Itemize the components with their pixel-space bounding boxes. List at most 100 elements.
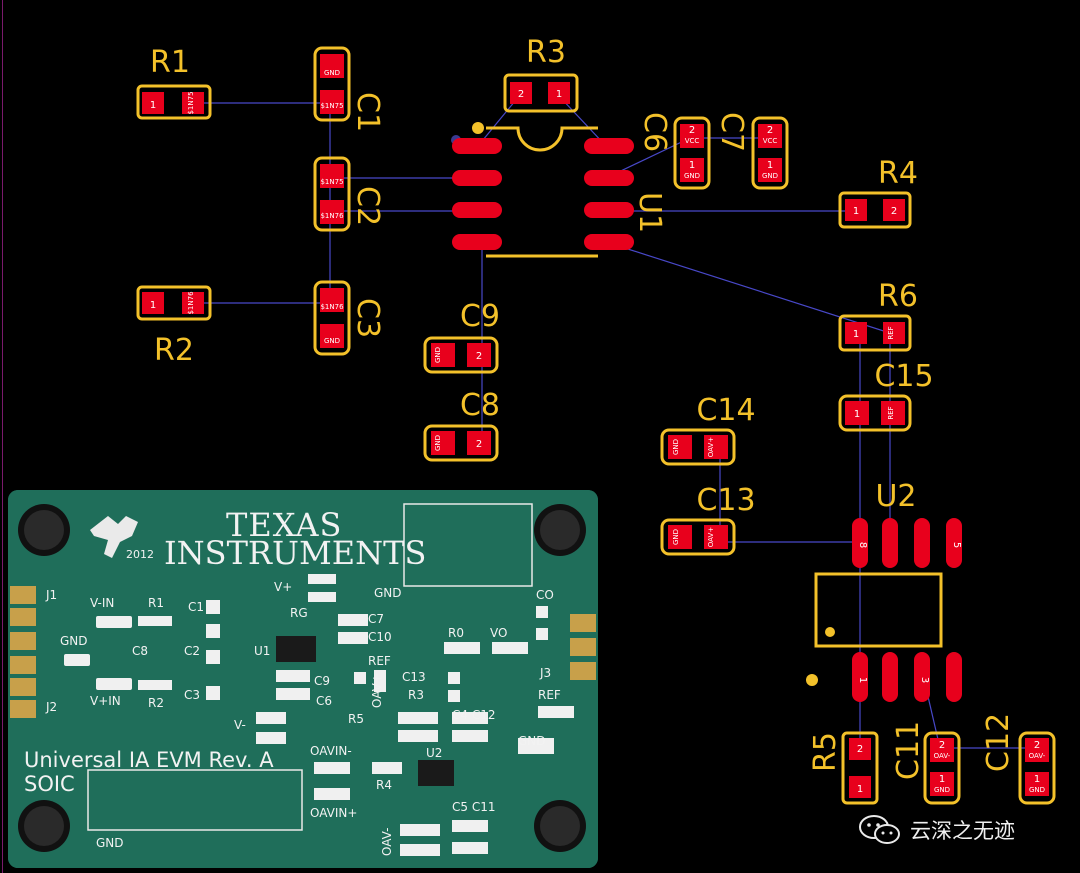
designator-c7: C7 <box>714 112 749 152</box>
net-label: GND <box>434 347 442 363</box>
silk-c9: C9 <box>314 674 331 688</box>
capacitor-c12[interactable]: 2 OAV- 1 GND C12 <box>981 713 1056 805</box>
pad-number: 8 <box>857 542 868 548</box>
designator-c11: C11 <box>891 721 926 780</box>
designator-c9: C9 <box>460 299 500 334</box>
pad-number: 1 <box>853 206 859 217</box>
silk-c1: C1 <box>188 600 205 614</box>
silk-r1: R1 <box>148 596 164 610</box>
silk-brand-line1: TEXAS <box>226 506 343 544</box>
designator-u1: U1 <box>632 192 667 233</box>
wechat-icon <box>859 815 900 844</box>
silk-co: CO <box>536 588 554 602</box>
silk-v-plus: V+ <box>274 580 293 594</box>
net-label: OAV+ <box>707 527 715 548</box>
ic-u2[interactable]: U2 8 5 1 3 <box>806 479 962 702</box>
designator-c12: C12 <box>981 713 1016 772</box>
resistor-r6[interactable]: 1 REF R6 <box>838 279 918 352</box>
capacitor-c2[interactable]: $1N75 $1N76 C2 <box>313 156 385 232</box>
proto-grid-top <box>403 503 533 587</box>
net-label: GND <box>684 172 700 180</box>
net-label: $1N76 <box>320 212 344 220</box>
designator-c3: C3 <box>350 298 385 338</box>
capacitor-c11[interactable]: 2 OAV- 1 GND C11 <box>891 721 961 805</box>
pad-number: 5 <box>951 542 962 548</box>
designator-c15: C15 <box>874 359 933 394</box>
silk-c4-c12: C4 C12 <box>452 708 496 722</box>
net-label: OAV+ <box>707 437 715 458</box>
silk-c6: C6 <box>316 694 333 708</box>
capacitor-c3[interactable]: $1N76 GND C3 <box>313 280 385 356</box>
pad-number: 1 <box>150 300 156 311</box>
silk-r4: R4 <box>376 778 392 792</box>
net-label: GND <box>324 337 340 345</box>
silk-ref-left: REF <box>368 654 391 668</box>
designator-r4: R4 <box>878 156 918 191</box>
designator-r3: R3 <box>526 35 566 70</box>
pad-number: 2 <box>891 206 897 217</box>
pad-number: 1 <box>767 160 773 171</box>
net-label: $1N75 <box>320 102 343 110</box>
pad-number: 2 <box>476 351 482 362</box>
capacitor-c8[interactable]: GND 2 C8 <box>423 388 500 462</box>
pad-number: 2 <box>767 125 773 136</box>
capacitor-c13[interactable]: GND OAV+ C13 <box>660 483 756 556</box>
silk-gnd-left: GND <box>60 634 88 648</box>
pad-number: 1 <box>150 100 156 111</box>
silk-r0: R0 <box>448 626 464 640</box>
designator-c14: C14 <box>696 393 755 428</box>
silk-c10: C10 <box>368 630 392 644</box>
silk-c8: C8 <box>132 644 149 658</box>
net-label: GND <box>1029 786 1045 794</box>
component-pads <box>64 574 574 856</box>
silk-j3: J3 <box>540 666 552 680</box>
resistor-r3[interactable]: 2 1 R3 <box>503 35 579 113</box>
silk-oavin-minus: OAVIN- <box>310 744 352 758</box>
silk-c5-c11: C5 C11 <box>452 800 496 814</box>
silk-rg: RG <box>290 606 308 620</box>
designator-r5: R5 <box>808 732 843 772</box>
capacitor-c15[interactable]: 1 REF C15 <box>838 359 934 432</box>
watermark-text: 云深之无迹 <box>910 819 1015 843</box>
board-graphics <box>8 490 598 868</box>
silk-r2: R2 <box>148 696 164 710</box>
designator-c13: C13 <box>696 483 755 518</box>
pad-number: 1 <box>853 329 859 340</box>
resistor-r1[interactable]: 1 $1N75 R1 <box>136 45 212 120</box>
net-label: $1N76 <box>187 291 195 315</box>
capacitor-c1[interactable]: GND $1N75 C1 <box>313 46 385 132</box>
net-label: VCC <box>685 137 700 145</box>
silk-brand-line2: INSTRUMENTS <box>164 534 427 572</box>
net-label: GND <box>672 529 680 545</box>
pad-number: 2 <box>518 89 524 100</box>
ic-u1[interactable]: U1 <box>451 122 667 258</box>
silk-j2: J2 <box>46 700 58 714</box>
designator-c6: C6 <box>637 112 672 152</box>
pad-number: 1 <box>556 89 562 100</box>
net-label: OAV- <box>934 752 951 760</box>
watermark: 云深之无迹 <box>858 813 1015 847</box>
net-label: GND <box>672 439 680 455</box>
capacitor-c14[interactable]: GND OAV+ C14 <box>660 393 756 466</box>
edge-connectors <box>10 586 596 718</box>
resistor-r2[interactable]: 1 $1N76 R2 <box>136 285 212 368</box>
pad-number: 1 <box>939 774 945 785</box>
net-label: GND <box>934 786 950 794</box>
net-label: $1N76 <box>320 303 344 311</box>
capacitor-c6[interactable]: 2 VCC 1 GND C6 <box>637 112 711 190</box>
resistor-r5[interactable]: 2 1 R5 <box>808 731 879 805</box>
capacitor-c7[interactable]: 2 VCC 1 GND C7 <box>714 112 789 190</box>
pad-number: 2 <box>1034 740 1040 751</box>
designator-r6: R6 <box>878 279 918 314</box>
silk-oav-minus: OAV- <box>380 827 394 856</box>
silk-board-title: Universal IA EVM Rev. A <box>24 748 274 772</box>
net-label: GND <box>762 172 778 180</box>
resistor-r4[interactable]: 1 2 R4 <box>838 156 918 229</box>
evm-board-photo: 2012 TEXAS INSTRUMENTS Universal IA EVM … <box>8 490 598 868</box>
silk-logo-year: 2012 <box>126 548 154 561</box>
silk-v-in: V-IN <box>90 596 115 610</box>
silk-r3: R3 <box>408 688 424 702</box>
capacitor-c9[interactable]: GND 2 C9 <box>423 299 500 374</box>
pad-number: 2 <box>857 744 863 755</box>
